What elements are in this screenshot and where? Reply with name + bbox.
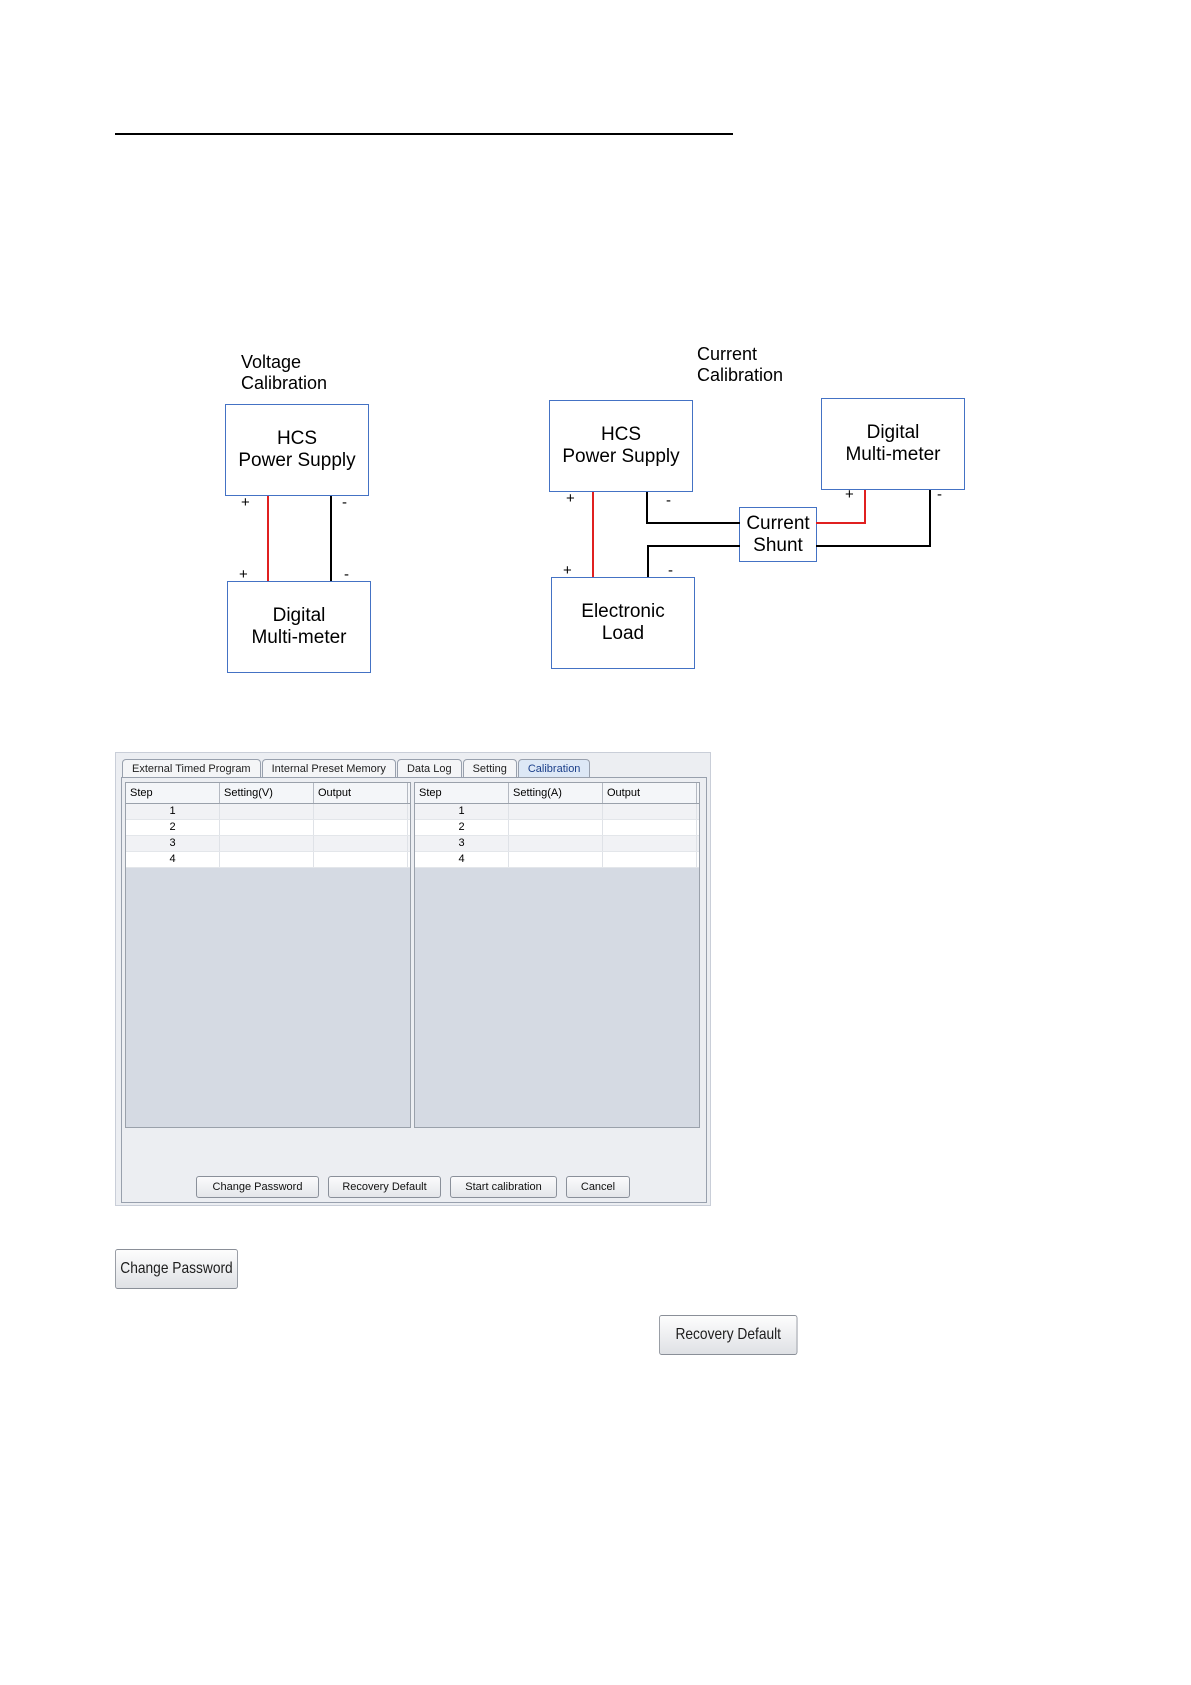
- change-password-button-enlarged[interactable]: Change Password: [115, 1249, 238, 1289]
- current-load-minus: -: [668, 562, 673, 579]
- current-dmm-negative-wire-up: [929, 490, 931, 547]
- current-load-to-shunt-wire: [647, 545, 740, 547]
- table-row[interactable]: 2: [415, 820, 699, 836]
- voltage-dmm-minus: -: [344, 566, 349, 583]
- table-row[interactable]: 1: [126, 804, 410, 820]
- table-row[interactable]: 4: [415, 852, 699, 868]
- voltage-negative-wire: [330, 496, 332, 581]
- current-dmm-minus: -: [937, 486, 942, 503]
- voltage-psu-plus: +: [241, 494, 250, 511]
- voltage-psu-minus: -: [342, 494, 347, 511]
- current-dmm-positive-wire-up: [864, 490, 866, 524]
- voltage-psu-box: HCS Power Supply: [225, 404, 369, 496]
- current-psu-minus: -: [666, 492, 671, 509]
- table-row[interactable]: 2: [126, 820, 410, 836]
- voltage-dmm-plus: +: [239, 566, 248, 583]
- current-psu-to-shunt-wire: [646, 522, 740, 524]
- column-header-step[interactable]: Step: [126, 783, 220, 803]
- calibration-panel: External Timed Program Internal Preset M…: [115, 752, 711, 1206]
- calibration-button-row: Change Password Recovery Default Start c…: [122, 1176, 706, 1198]
- calibration-tab-body: Step Setting(V) Output 1 2 3 4 Step Sett…: [121, 777, 707, 1203]
- current-load-box: Electronic Load: [551, 577, 695, 669]
- tab-calibration[interactable]: Calibration: [517, 759, 591, 779]
- cancel-button[interactable]: Cancel: [566, 1176, 630, 1198]
- tab-setting[interactable]: Setting: [462, 759, 517, 779]
- table-rows: 1 2 3 4: [126, 804, 410, 868]
- column-header-output[interactable]: Output: [314, 783, 408, 803]
- current-dmm-box: Digital Multi-meter: [821, 398, 965, 490]
- voltage-calibration-table: Step Setting(V) Output 1 2 3 4: [125, 782, 411, 1128]
- tab-internal-preset-memory[interactable]: Internal Preset Memory: [261, 759, 396, 779]
- table-row[interactable]: 4: [126, 852, 410, 868]
- column-header-setting-v[interactable]: Setting(V): [220, 783, 314, 803]
- current-shunt-to-dmm-negative-wire: [816, 545, 930, 547]
- voltage-positive-wire: [267, 496, 269, 581]
- section-heading-underline: [115, 133, 733, 135]
- tab-data-log[interactable]: Data Log: [396, 759, 462, 779]
- current-psu-box: HCS Power Supply: [549, 400, 693, 492]
- current-shunt-to-dmm-positive-wire: [816, 522, 866, 524]
- table-row[interactable]: 3: [415, 836, 699, 852]
- current-load-plus: +: [563, 562, 572, 579]
- column-header-output[interactable]: Output: [603, 783, 697, 803]
- recovery-default-button-enlarged[interactable]: Recovery Default: [659, 1315, 798, 1355]
- current-calibration-table: Step Setting(A) Output 1 2 3 4: [414, 782, 700, 1128]
- current-psu-load-positive-wire: [592, 492, 594, 577]
- voltage-dmm-box: Digital Multi-meter: [227, 581, 371, 673]
- tab-external-timed-program[interactable]: External Timed Program: [122, 759, 261, 779]
- current-psu-negative-wire-down: [646, 492, 648, 523]
- column-header-step[interactable]: Step: [415, 783, 509, 803]
- current-caption: Current Calibration: [697, 344, 784, 385]
- start-calibration-button[interactable]: Start calibration: [450, 1176, 557, 1198]
- table-header: Step Setting(A) Output: [415, 783, 699, 804]
- current-dmm-plus: +: [845, 486, 854, 503]
- current-psu-plus: +: [566, 490, 575, 507]
- voltage-caption: Voltage Calibration: [241, 352, 328, 393]
- recovery-default-button[interactable]: Recovery Default: [328, 1176, 441, 1198]
- table-header: Step Setting(V) Output: [126, 783, 410, 804]
- table-rows: 1 2 3 4: [415, 804, 699, 868]
- current-load-negative-wire-up: [647, 545, 649, 577]
- table-row[interactable]: 3: [126, 836, 410, 852]
- current-shunt-box: Current Shunt: [739, 507, 817, 562]
- column-header-setting-a[interactable]: Setting(A): [509, 783, 603, 803]
- table-row[interactable]: 1: [415, 804, 699, 820]
- change-password-button[interactable]: Change Password: [196, 1176, 319, 1198]
- tab-bar: External Timed Program Internal Preset M…: [122, 757, 591, 779]
